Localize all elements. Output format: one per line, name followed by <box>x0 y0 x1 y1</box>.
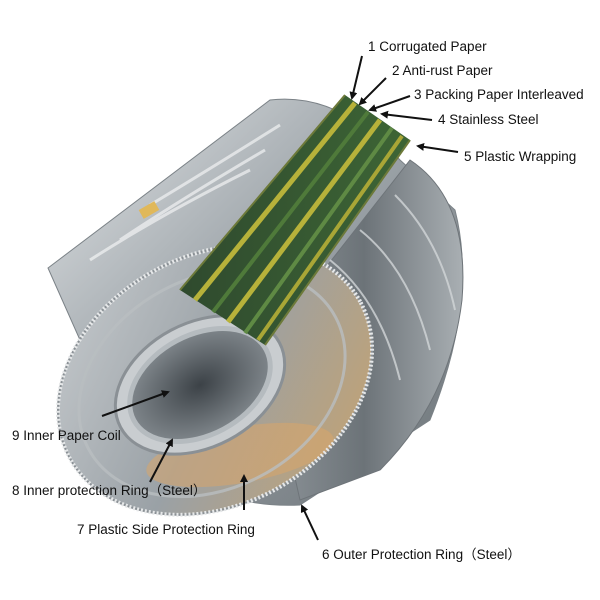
label-stainless-steel: 4 Stainless Steel <box>438 112 539 127</box>
label-plastic-side-ring: 7 Plastic Side Protection Ring <box>77 522 255 537</box>
label-packing-paper: 3 Packing Paper Interleaved <box>414 87 584 102</box>
outer-protection-ring <box>55 243 375 517</box>
steel-bands <box>329 194 456 381</box>
arrow-9 <box>101 390 170 417</box>
coil-tag <box>138 201 160 219</box>
top-band-lines <box>89 123 281 262</box>
arrow-4 <box>380 110 433 121</box>
arrow-6 <box>300 504 319 541</box>
label-outer-protection-ring: 6 Outer Protection Ring（Steel） <box>322 547 521 562</box>
label-inner-protection-ring: 8 Inner protection Ring（Steel） <box>12 483 206 498</box>
arrow-5 <box>416 142 459 153</box>
cross-section <box>179 94 411 346</box>
label-plastic-wrapping: 5 Plastic Wrapping <box>464 149 576 164</box>
plastic-side-ring <box>77 267 347 499</box>
arrow-8 <box>149 438 173 483</box>
arrow-3 <box>368 95 411 112</box>
inner-hole <box>129 328 271 442</box>
label-corrugated-paper: 1 Corrugated Paper <box>368 39 487 54</box>
label-anti-rust-paper: 2 Anti-rust Paper <box>392 63 493 78</box>
inner-paper-coil <box>127 326 273 444</box>
label-inner-paper-coil: 9 Inner Paper Coil <box>12 428 121 443</box>
arrow-1 <box>349 55 363 100</box>
leader-arrows <box>101 55 459 541</box>
arrow-2 <box>358 77 387 106</box>
